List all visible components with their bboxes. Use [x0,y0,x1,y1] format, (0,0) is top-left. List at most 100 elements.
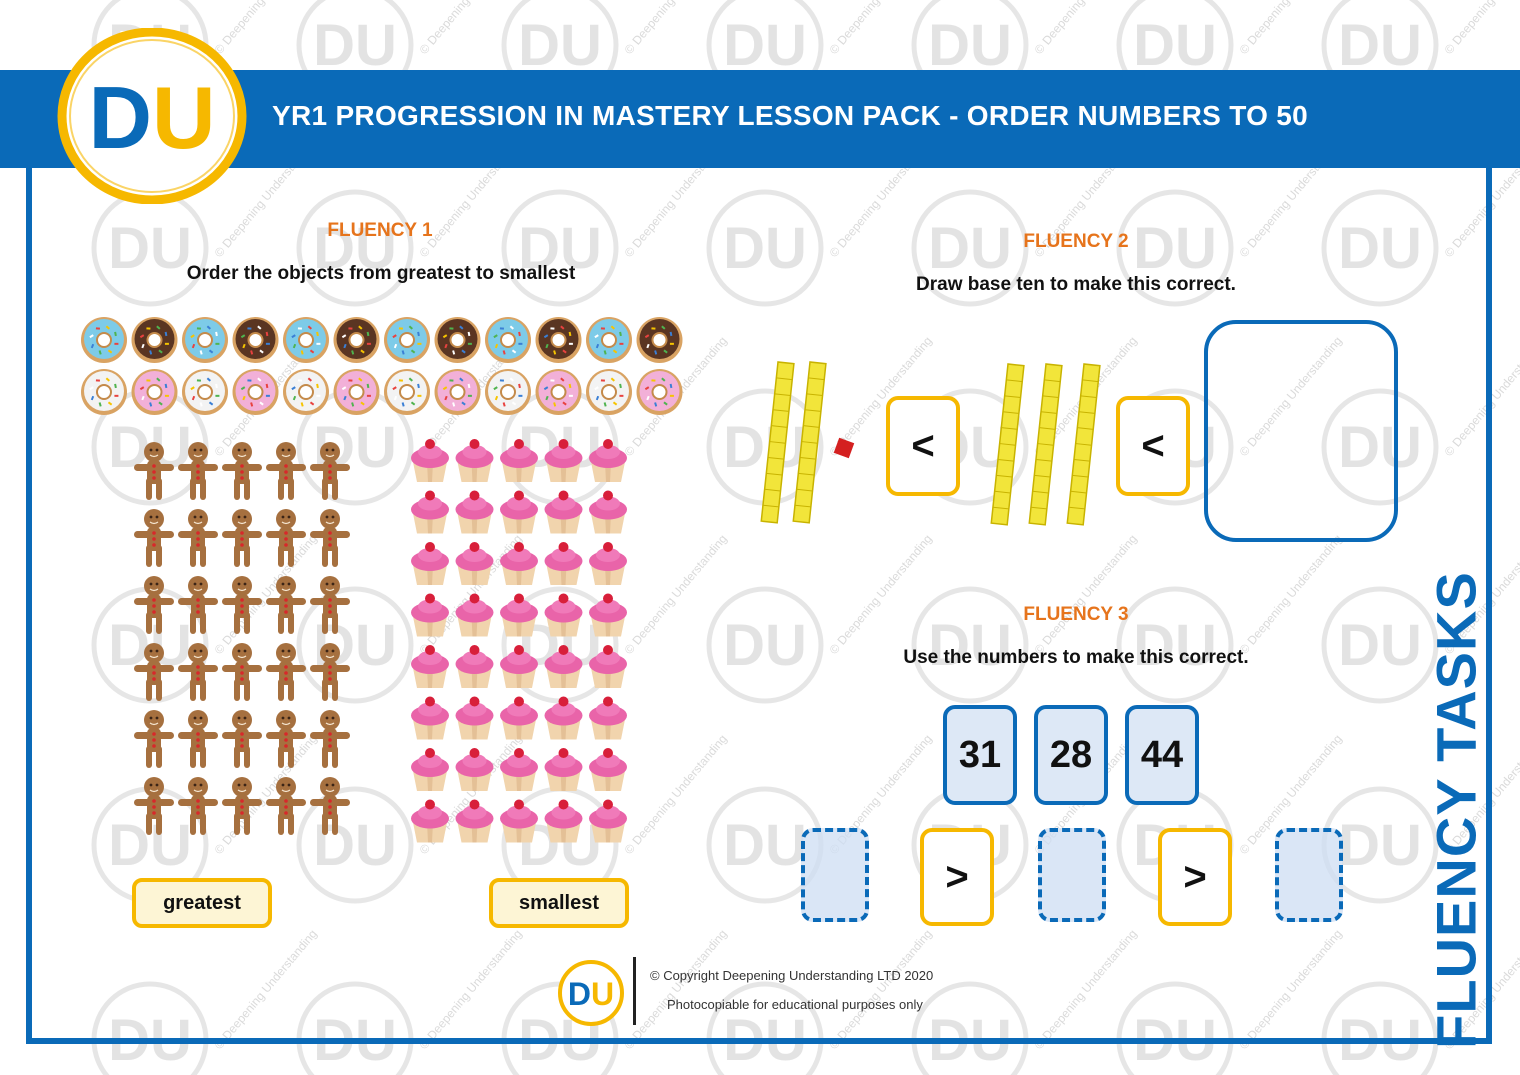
donut [586,369,632,415]
donut [333,369,380,415]
footer-divider [633,957,636,1025]
donut [485,369,531,415]
fluency1-instruction: Order the objects from greatest to small… [186,263,576,284]
gingerbread-man [134,576,174,634]
du-logo: DU DU [57,28,247,204]
greatest-label: greatest [132,878,272,928]
base-ten-rod [990,363,1025,526]
gingerbread-man [222,643,262,701]
fluency3-instruction: Use the numbers to make this correct. [903,647,1249,668]
cupcake [589,439,627,482]
less-than-symbol-2: < [1116,396,1190,496]
answer-slot-1[interactable] [801,828,869,922]
gingerbread-man [134,509,174,567]
donut [283,369,329,415]
donut-rows [81,317,683,415]
fluency1-heading: FLUENCY 1 [327,220,433,241]
gingerbread-man [310,710,350,768]
less-than-symbol-1: < [886,396,960,496]
donut [182,317,228,363]
svg-text:DU: DU [928,13,1012,78]
donut [535,317,582,363]
gingerbread-man [178,442,218,500]
footer-note: Photocopiable for educational purposes o… [667,997,923,1012]
cupcake [544,542,583,585]
watermark-text: © Deepening Understanding [1032,0,1140,57]
cupcake [500,799,538,843]
gingerbread-man [178,643,218,701]
cupcake [455,645,494,688]
gingerbread-man [134,710,174,768]
gingerbread-man [310,643,350,701]
gingerbread-man [266,777,306,835]
gingerbread-man [266,710,306,768]
svg-text:DU: DU [518,13,602,78]
cupcake [589,696,627,740]
svg-text:DU: DU [88,68,215,167]
smallest-label: smallest [489,878,629,928]
page-title: YR1 PROGRESSION IN MASTERY LESSON PACK -… [272,100,1309,131]
cupcake [500,490,538,534]
footer-du-logo: DU [558,960,624,1026]
donut [81,369,127,415]
gingerbread-man [222,442,262,500]
cupcake [455,542,494,585]
cupcake [544,593,583,637]
gingerbread-man [266,509,306,567]
cupcake [500,696,538,740]
watermark-text: © Deepening Understanding [1442,0,1520,57]
donut [485,317,531,363]
gingerbread-man [222,576,262,634]
footer-copyright: © Copyright Deepening Understanding LTD … [650,968,934,983]
number-card[interactable]: 44 [1125,705,1199,805]
svg-text:DU: DU [568,976,614,1012]
donut [333,317,380,363]
base-ten-rod [1066,363,1101,526]
cupcake [411,748,449,791]
donut [81,317,127,363]
cupcake [411,645,449,688]
gingerbread-man [310,442,350,500]
cupcake [500,593,538,637]
answer-slot-3[interactable] [1275,828,1343,922]
cupcake [544,799,583,843]
cupcake [589,542,627,585]
gingerbread-man [178,576,218,634]
number-card[interactable]: 31 [943,705,1017,805]
watermark-text: © Deepening Understanding [1237,0,1345,57]
base-ten-rod [792,361,827,524]
draw-answer-box[interactable] [1204,320,1398,542]
gingerbread-man [222,509,262,567]
gingerbread-man [134,442,174,500]
gingerbread-man [266,643,306,701]
cupcake [411,490,449,534]
gingerbread-grid [134,442,350,835]
donut [636,317,683,363]
donut [535,369,582,415]
donut [434,369,481,415]
cupcake [544,490,583,534]
side-title: FLUENCY TASKS [1424,571,1488,1049]
base-ten-rod [760,361,795,524]
donut [636,369,683,415]
cupcake [455,799,494,843]
greater-than-symbol-2: > [1158,828,1232,926]
donut [384,369,430,415]
gingerbread-man [134,643,174,701]
cupcake [411,542,449,585]
watermark-text: © Deepening Understanding [417,0,525,57]
cupcake [500,542,538,585]
donut [434,317,481,363]
cupcake [589,748,627,791]
svg-text:DU: DU [313,13,397,78]
gingerbread-man [310,576,350,634]
cupcake [544,439,583,482]
cupcake [589,593,627,637]
cupcake [411,439,449,482]
number-card[interactable]: 28 [1034,705,1108,805]
gingerbread-man [222,777,262,835]
fluency2-heading: FLUENCY 2 [1023,231,1129,252]
donut [182,369,228,415]
fluency2-instruction: Draw base ten to make this correct. [916,274,1236,295]
answer-slot-2[interactable] [1038,828,1106,922]
